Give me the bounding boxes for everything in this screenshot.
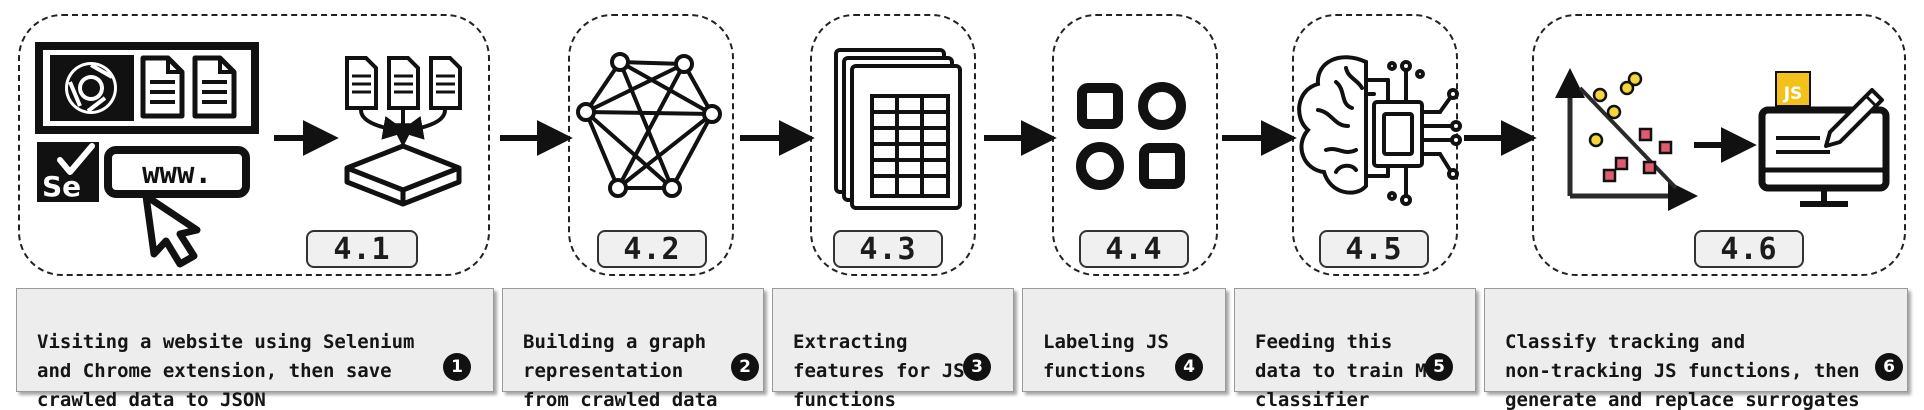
js-logo-text: JS [1783,84,1803,104]
url-text: www. [142,156,212,190]
js-surrogate-monitor-icon: JS [1758,71,1890,207]
stage-description-4-5: Feeding this data to train ML classifier… [1234,288,1476,410]
description-text: Feeding this data to train ML classifier [1255,331,1438,410]
stage-description-4-1: Visiting a website using Selenium and Ch… [16,288,494,410]
stage-description-4-4: Labeling JS functions 4 [1022,288,1226,392]
step-number-badge: 5 [1425,353,1453,381]
stage-badge-4-3: 4.3 [833,230,943,268]
selenium-logo-text: Se [42,170,81,203]
description-text: Classify tracking and non-tracking JS fu… [1505,331,1860,410]
classification-scatter-icon [1555,68,1698,211]
spreadsheet-icon [834,48,962,210]
files-to-storage-icon [344,56,462,207]
graph-network-icon [576,52,722,198]
description-text: Visiting a website using Selenium and Ch… [37,331,415,410]
description-text: Building a graph representation from cra… [523,331,718,410]
ai-brain-icon [1297,55,1462,206]
stage-description-4-6: Classify tracking and non-tracking JS fu… [1484,288,1908,410]
stage-badge-4-4: 4.4 [1079,230,1189,268]
step-number-badge: 2 [731,353,759,381]
step-number-badge: 4 [1175,353,1203,381]
step-number-badge: 3 [963,353,991,381]
labeling-shapes-icon [1076,82,1186,190]
stage-badge-4-6: 4.6 [1694,230,1804,268]
stage-badge-4-5: 4.5 [1319,230,1429,268]
stage-badge-4-2: 4.2 [597,230,707,268]
description-text: Labeling JS functions [1043,331,1169,382]
stage-frame-4-1 [18,14,490,276]
step-number-badge: 6 [1875,353,1903,381]
stage-description-4-3: Extracting features for JS functions 3 [772,288,1014,410]
stage-badge-4-1: 4.1 [306,230,418,268]
selenium-logo-icon: Se [37,142,99,203]
document-icon [192,55,237,119]
step-number-badge: 1 [443,353,471,381]
url-bar-icon: www. [104,146,250,198]
document-icon [140,55,185,119]
mouse-cursor-icon [142,192,201,268]
description-text: Extracting features for JS functions [793,331,965,410]
stage-description-4-2: Building a graph representation from cra… [502,288,764,410]
